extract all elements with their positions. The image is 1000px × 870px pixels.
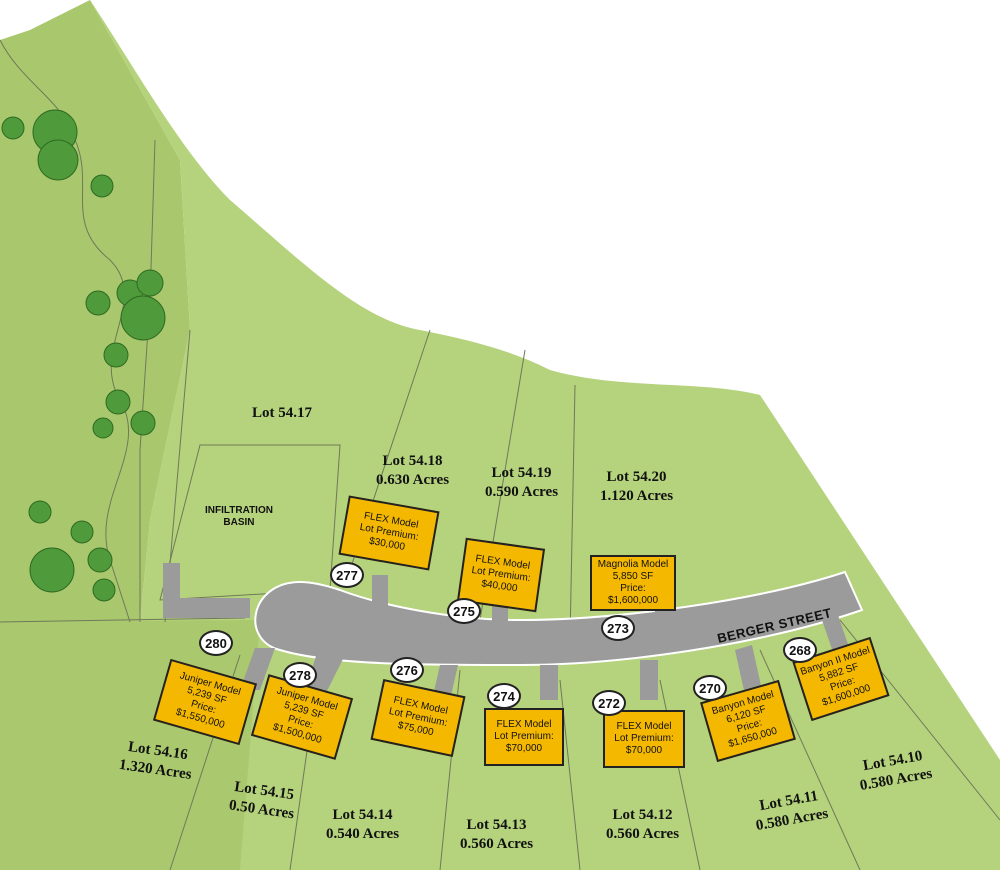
house-model: FLEX Model	[496, 719, 552, 730]
driveway-274	[540, 665, 558, 700]
house-detail: Lot Premium:	[494, 731, 554, 742]
house-number-278[interactable]: 278	[283, 662, 317, 688]
house-model: Magnolia Model	[597, 559, 669, 570]
lot-54-19-label: Lot 54.19 0.590 Acres	[485, 464, 558, 502]
house-price-value: $1,600,000	[607, 595, 659, 606]
lot-name: Lot 54.17	[252, 405, 312, 421]
basin-line-2: BASIN	[223, 517, 255, 528]
house-number-277[interactable]: 277	[330, 562, 364, 588]
lot-acres: 0.560 Acres	[460, 836, 534, 852]
lot-name: Lot 54.14	[332, 807, 393, 823]
driveway-272	[640, 660, 658, 700]
lot-acres: 1.120 Acres	[600, 488, 674, 504]
lot-acres: 0.540 Acres	[326, 826, 400, 842]
house-number-276[interactable]: 276	[390, 657, 424, 683]
infiltration-basin-label: INFILTRATION BASIN	[205, 505, 273, 529]
road-stub	[163, 563, 250, 618]
lot-54-20-label: Lot 54.20 1.120 Acres	[600, 468, 673, 506]
house-number-272[interactable]: 272	[592, 690, 626, 716]
lot-54-14-label: Lot 54.14 0.540 Acres	[326, 806, 399, 844]
house-272[interactable]: FLEX Model Lot Premium: $70,000	[603, 710, 685, 768]
house-number-268[interactable]: 268	[783, 637, 817, 663]
driveway-275	[492, 600, 508, 640]
lot-name: Lot 54.19	[491, 465, 552, 481]
lot-name: Lot 54.12	[612, 807, 673, 823]
house-number-275[interactable]: 275	[447, 598, 481, 624]
house-price: $70,000	[505, 743, 543, 754]
house-number-270[interactable]: 270	[693, 675, 727, 701]
house-number-280[interactable]: 280	[199, 630, 233, 656]
trees	[1, 109, 166, 602]
house-number-273[interactable]: 273	[601, 615, 635, 641]
lot-acres: 0.630 Acres	[376, 472, 450, 488]
basin-line-1: INFILTRATION	[205, 505, 273, 516]
road	[163, 563, 864, 700]
lot-acres: 0.590 Acres	[485, 484, 559, 500]
house-detail: Lot Premium:	[614, 733, 674, 744]
lot-54-18-label: Lot 54.18 0.630 Acres	[376, 452, 449, 490]
house-number-274[interactable]: 274	[487, 683, 521, 709]
driveway-273	[655, 610, 671, 643]
house-detail: 5,850 SF	[612, 571, 654, 582]
lot-54-13-label: Lot 54.13 0.560 Acres	[460, 816, 533, 854]
lot-acres: 0.560 Acres	[606, 826, 680, 842]
house-price: Price:	[620, 583, 646, 594]
house-274[interactable]: FLEX Model Lot Premium: $70,000	[484, 708, 564, 766]
lot-54-12-label: Lot 54.12 0.560 Acres	[606, 806, 679, 844]
lot-54-17-label: Lot 54.17	[252, 404, 312, 423]
house-model: FLEX Model	[616, 721, 672, 732]
driveway-277	[372, 575, 388, 606]
driveway-270	[735, 645, 762, 695]
driveway-280	[240, 648, 275, 690]
house-price: $70,000	[625, 745, 663, 756]
driveway-278	[305, 650, 345, 695]
lot-name: Lot 54.18	[382, 453, 443, 469]
lot-name: Lot 54.20	[606, 469, 667, 485]
lot-name: Lot 54.13	[466, 817, 527, 833]
house-273[interactable]: Magnolia Model 5,850 SF Price: $1,600,00…	[590, 555, 676, 611]
